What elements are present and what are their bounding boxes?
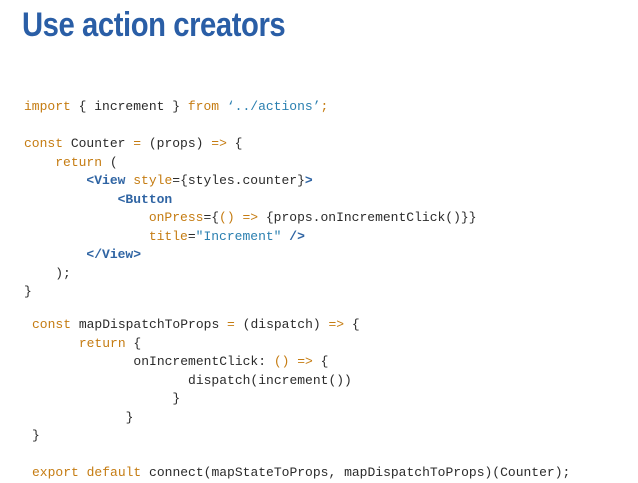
code-token: Counter [63, 136, 134, 151]
code-token: } [32, 391, 181, 406]
code-token: import [24, 99, 71, 114]
code-token: ); [24, 265, 71, 281]
code-line: import { increment } from ‘../actions’; [24, 98, 477, 117]
code-token: ={styles.counter} [172, 173, 305, 188]
code-token: const [24, 136, 64, 151]
code-token: = [227, 317, 235, 332]
code-token [32, 336, 79, 351]
code-token: ‘../actions’ [226, 99, 321, 114]
code-token: () => [273, 354, 313, 369]
code-line: onPress={() => {props.onIncrementClick()… [24, 209, 477, 228]
code-line: title="Increment" /> [24, 228, 477, 247]
code-token: "Increment" [195, 228, 282, 244]
code-token: = [133, 136, 142, 151]
code-token: > [304, 173, 313, 188]
code-block-map-dispatch: const mapDispatchToProps = (dispatch) =>… [32, 316, 570, 483]
code-token [24, 155, 55, 170]
slide-title: Use action creators [22, 6, 286, 44]
code-line: } [24, 283, 477, 302]
code-line: dispatch(increment()) [32, 372, 570, 391]
code-token: => [328, 317, 345, 332]
code-token: /> [289, 228, 305, 244]
code-token: ( [102, 154, 118, 170]
code-token: { increment } [70, 99, 188, 114]
code-line: export default connect(mapStateToProps, … [32, 464, 570, 483]
code-block-imports-component: import { increment } from ‘../actions’; c… [24, 98, 477, 302]
code-token: mapDispatchToProps [71, 317, 228, 332]
code-token: const [32, 317, 72, 332]
code-line: } [32, 427, 570, 446]
code-token: } [32, 428, 40, 443]
code-token: dispatch(increment()) [32, 372, 352, 388]
code-token: onIncrementClick: [32, 354, 274, 369]
code-token: = [187, 228, 196, 244]
code-token: } [32, 409, 134, 425]
code-token: connect(mapStateToProps, mapDispatchToPr… [141, 465, 571, 480]
code-line: } [32, 390, 570, 409]
code-line: const Counter = (props) => { [24, 135, 477, 154]
code-token [219, 99, 227, 114]
code-token: </View> [86, 247, 142, 262]
code-token: { [125, 335, 142, 351]
code-line: } [32, 409, 570, 428]
code-token: title [148, 228, 188, 244]
code-token: style [133, 173, 173, 188]
code-token: <View [86, 173, 126, 188]
code-line: <Button [24, 191, 477, 210]
code-token: return [55, 154, 103, 170]
code-token [79, 465, 87, 480]
code-token: default [86, 465, 142, 480]
code-token: { [312, 354, 329, 369]
code-line: const mapDispatchToProps = (dispatch) =>… [32, 316, 570, 335]
code-line [24, 117, 477, 136]
code-token: ; [320, 99, 329, 114]
code-line: return { [32, 335, 570, 354]
code-token: {props.onIncrementClick()}} [258, 210, 477, 225]
code-token: () => [219, 210, 259, 225]
code-line: return ( [24, 154, 477, 173]
code-token [24, 247, 86, 262]
code-token [24, 192, 118, 207]
code-token: onPress [148, 210, 204, 225]
code-token: (dispatch) [234, 317, 329, 332]
code-token: <Button [117, 191, 173, 207]
code-token: ={ [203, 210, 220, 225]
code-line: </View> [24, 246, 477, 265]
code-token: { [226, 136, 243, 151]
code-token: { [344, 317, 360, 332]
code-token: } [24, 284, 32, 299]
code-token: export [32, 465, 79, 480]
code-token [24, 229, 149, 244]
code-line: ); [24, 265, 477, 284]
code-token [24, 173, 86, 188]
code-line: <View style={styles.counter}> [24, 172, 477, 191]
code-token: => [211, 136, 227, 151]
code-token: return [78, 335, 126, 351]
code-line: onIncrementClick: () => { [32, 353, 570, 372]
code-token: from [187, 99, 220, 114]
code-line [32, 446, 570, 465]
code-token: (props) [141, 136, 212, 151]
code-token [24, 210, 149, 225]
